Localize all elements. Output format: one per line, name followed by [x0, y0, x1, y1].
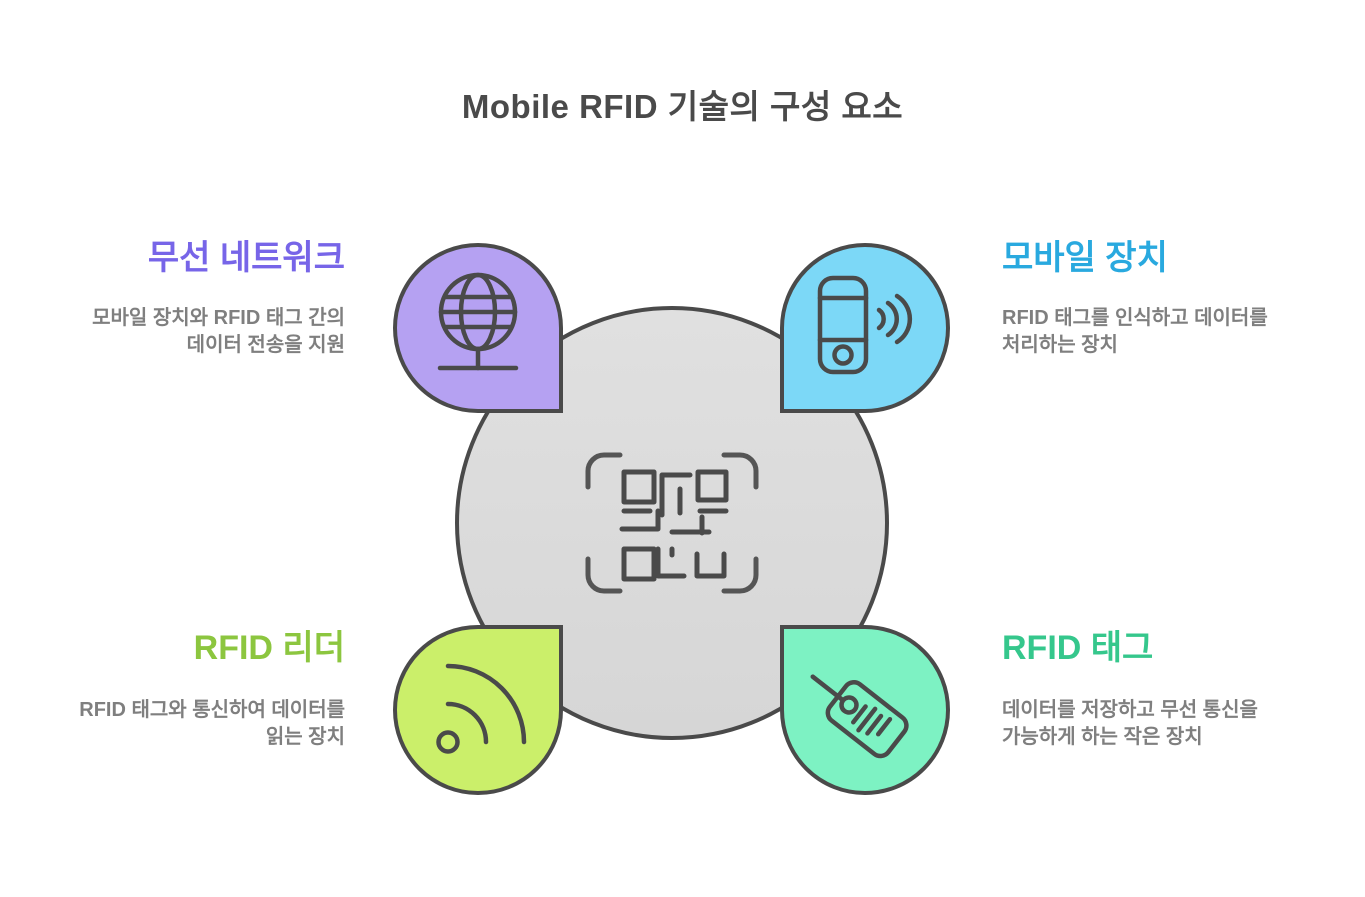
qr-scan-icon — [585, 452, 759, 594]
globe-network-icon — [437, 272, 519, 371]
description-line: 읽는 장치 — [265, 726, 345, 748]
mobile-phone-signal-icon — [817, 275, 913, 375]
rfid-reader-pod — [393, 625, 563, 795]
rfid-tag-heading: RFID 태그 — [1002, 629, 1154, 667]
description-line: 모바일 장치와 RFID 태그 간의 — [92, 307, 345, 329]
rfid-tag-pod — [780, 625, 950, 795]
rfid-reader-description: RFID 태그와 통신하여 데이터를 읽는 장치 — [30, 697, 345, 751]
rfid-signal-icon — [436, 663, 527, 754]
description-line: 데이터 전송을 지원 — [186, 334, 345, 356]
rfid-reader-heading: RFID 리더 — [193, 629, 345, 667]
wireless-network-heading: 무선 네트워크 — [147, 239, 345, 277]
description-line: 가능하게 하는 작은 장치 — [1002, 726, 1203, 748]
description-line: RFID 태그와 통신하여 데이터를 — [79, 699, 345, 721]
wireless-network-description: 모바일 장치와 RFID 태그 간의 데이터 전송을 지원 — [30, 305, 345, 359]
mobile-device-description: RFID 태그를 인식하고 데이터를 처리하는 장치 — [1002, 305, 1332, 359]
mobile-device-pod — [780, 243, 950, 413]
rfid-tag-description: 데이터를 저장하고 무선 통신을 가능하게 하는 작은 장치 — [1002, 697, 1332, 751]
description-line: 처리하는 장치 — [1002, 334, 1118, 356]
description-line: RFID 태그를 인식하고 데이터를 — [1002, 307, 1268, 329]
mobile-device-heading: 모바일 장치 — [1002, 239, 1168, 277]
price-tag-icon — [810, 674, 909, 759]
diagram-title: Mobile RFID 기술의 구성 요소 — [461, 88, 904, 125]
wireless-network-pod — [393, 243, 563, 413]
description-line: 데이터를 저장하고 무선 통신을 — [1002, 699, 1258, 721]
